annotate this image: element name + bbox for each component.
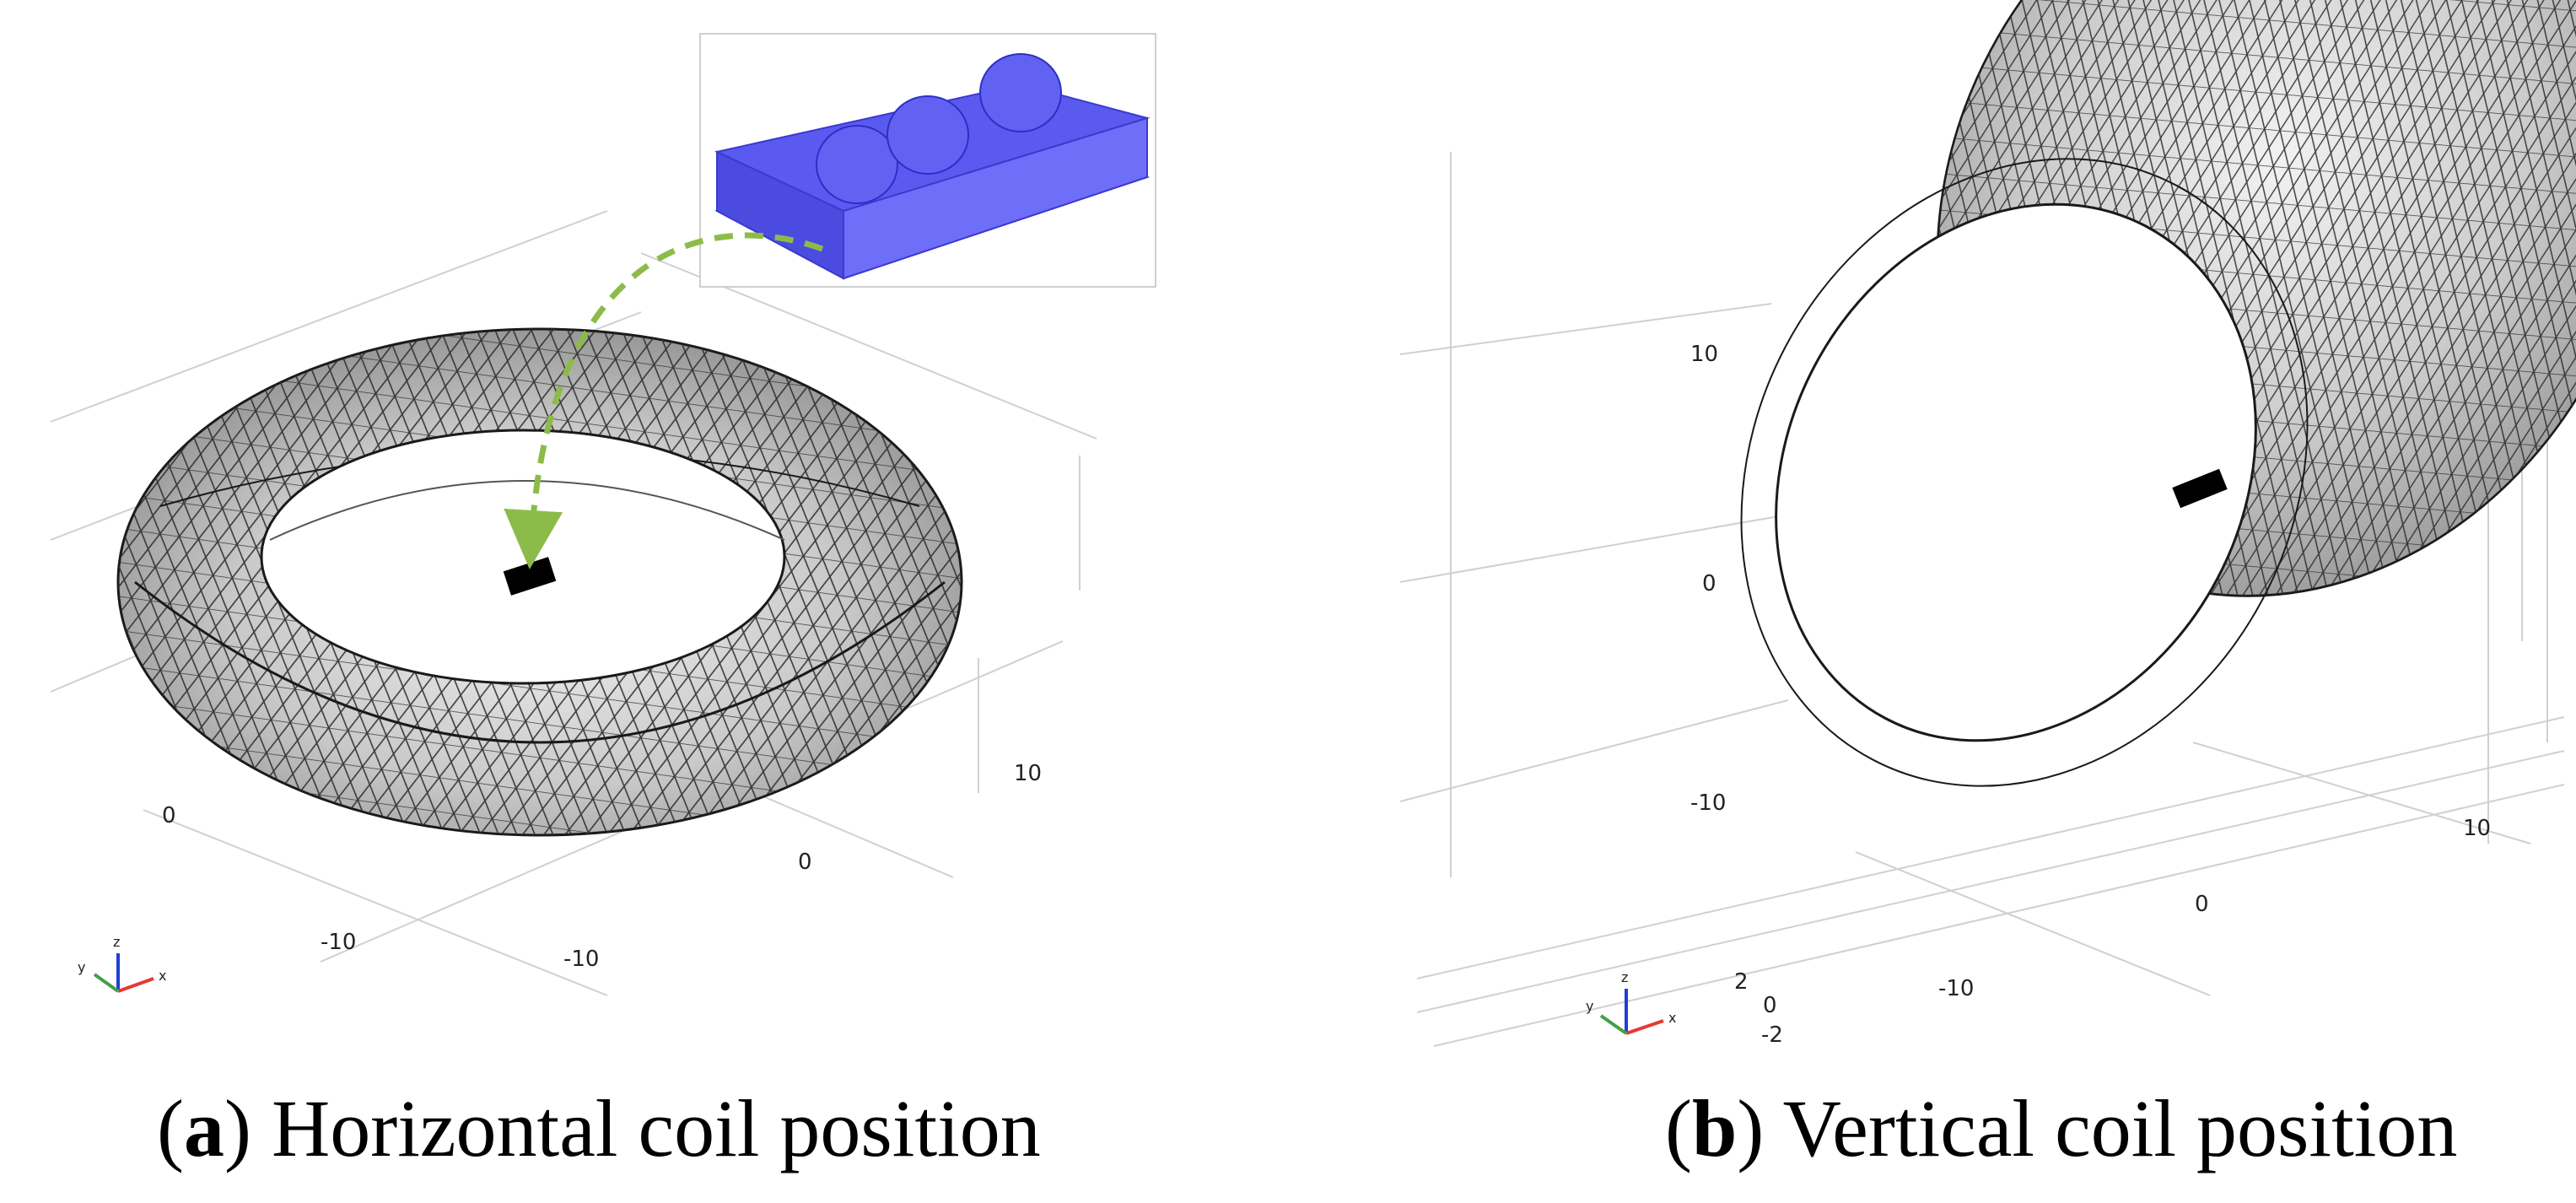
caption-a-letter: a (183, 1083, 224, 1173)
panel-b-axis-triad: z x y (1586, 969, 1676, 1035)
caption-b-letter: b (1691, 1083, 1738, 1173)
caption-a-text: Horizontal coil position (271, 1083, 1041, 1173)
panel-b-sample (2172, 468, 2228, 509)
panel-a-tick-label: -10 (321, 930, 356, 955)
panel-b-tick-label: 2 (1734, 969, 1749, 995)
panel-b-tick-label: 0 (1763, 993, 1777, 1018)
panel-b-tick-label: 10 (2463, 816, 2491, 841)
panel-b-tick-label: -2 (1761, 1022, 1783, 1048)
panel-b-tick-label: 10 (1690, 342, 1718, 367)
panel-b-torus-coil (1740, 0, 2576, 787)
panel-a-x-axis-label: x (159, 968, 166, 984)
panel-b-tick-label: 0 (1702, 571, 1716, 596)
panel-b-tick-label: -10 (1690, 790, 1726, 816)
panel-b-y-axis-label: y (1586, 998, 1593, 1014)
panel-b-x-axis-label: x (1668, 1010, 1676, 1026)
panel-b-tick-label: 0 (2195, 892, 2209, 917)
panel-b-z-axis-label: z (1621, 969, 1628, 985)
panel-a-z-axis-label: z (113, 934, 120, 950)
caption-b-text: Vertical coil position (1782, 1083, 2458, 1173)
panel-a-dashed-arrow (504, 232, 824, 569)
panel-a-tick-label: -10 (563, 947, 599, 972)
panel-b-figure: 10 0 -10 10 0 -10 2 0 -2 z x y (1399, 0, 2576, 1048)
panel-a-horizontal-coil: 10 0 0 -10 -10 z x y (0, 0, 1291, 1071)
panel-a-axis-triad: z x y (78, 934, 166, 993)
panel-a-figure: 10 0 0 -10 -10 z x y (50, 33, 1156, 996)
panel-a-tick-label: 0 (798, 850, 812, 875)
caption-b: (b) Vertical coil position (1665, 1083, 2458, 1173)
panel-a-tick-label: 0 (162, 803, 176, 828)
caption-a: (a) Horizontal coil position (157, 1083, 1041, 1173)
panel-a-tick-label: 10 (1014, 761, 1042, 786)
panel-b-tick-label: -10 (1938, 976, 1974, 1001)
panel-a-y-axis-label: y (78, 959, 85, 975)
panel-a-inset-sample-model (699, 33, 1156, 288)
panel-b-vertical-coil: 10 0 -10 10 0 -10 2 0 -2 z x y (1316, 0, 2576, 1071)
